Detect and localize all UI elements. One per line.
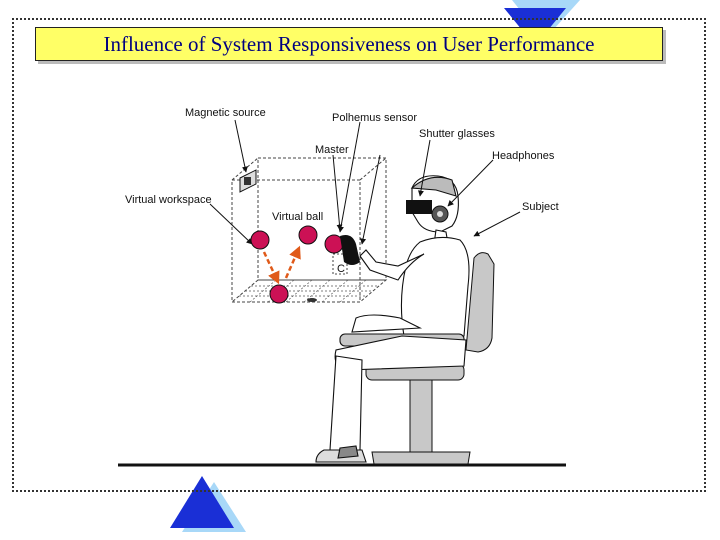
leader-lines [209, 119, 521, 245]
motion-arrow-1 [262, 251, 280, 285]
slide-frame [12, 18, 706, 492]
master-hand-device [332, 235, 360, 275]
chair [365, 252, 495, 465]
magnetic-source-device [239, 169, 257, 193]
label-master: Master [315, 144, 349, 156]
label-headphones: Headphones [492, 150, 555, 162]
label-virtual-ball: Virtual ball [272, 211, 323, 223]
virtual-ball-2 [298, 225, 318, 245]
label-virtual-workspace: Virtual workspace [125, 194, 212, 206]
virtual-ball-1 [250, 230, 270, 250]
bottom-triangle [170, 476, 234, 528]
shutter-glasses [406, 200, 432, 214]
label-subject: Subject [522, 201, 559, 213]
virtual-ball-4 [269, 284, 289, 304]
motion-arrow-2 [284, 245, 301, 279]
label-c-marker: C [337, 263, 345, 275]
ball-shadow [307, 298, 317, 302]
label-magnetic-source: Magnetic source [185, 107, 266, 119]
label-polhemus-sensor: Polhemus sensor [332, 112, 417, 124]
title-box: Influence of System Responsiveness on Us… [35, 27, 663, 61]
slide-title: Influence of System Responsiveness on Us… [103, 31, 595, 56]
label-shutter-glasses: Shutter glasses [419, 128, 495, 140]
headphones-inner [437, 211, 443, 217]
